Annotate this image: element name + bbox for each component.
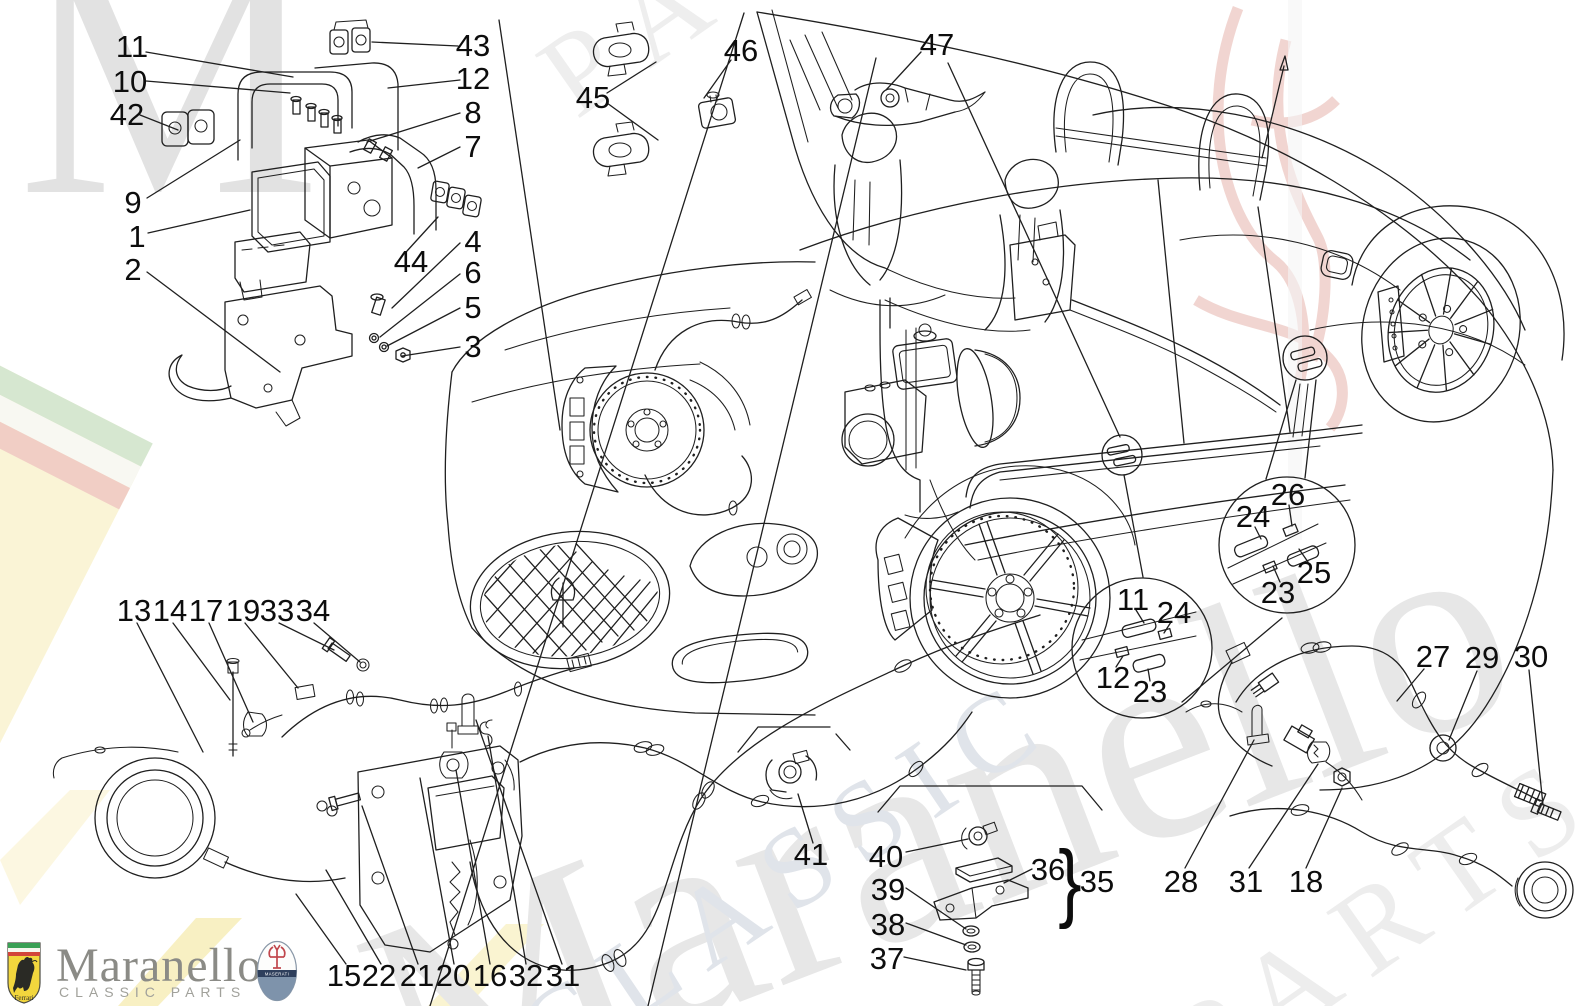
yellow-shield-watermark <box>0 330 153 931</box>
callout-25-20: 25 <box>1296 555 1332 590</box>
brace-35: } <box>1058 832 1082 930</box>
callout-44-11: 44 <box>393 244 429 279</box>
pipe-clips <box>161 19 482 218</box>
callout-20-35: 20 <box>435 958 471 993</box>
callout-24-23: 24 <box>1156 595 1192 630</box>
callout-30-48: 30 <box>1513 639 1549 674</box>
callout-4-10: 4 <box>464 224 482 259</box>
callout-34-31: 34 <box>295 593 331 628</box>
callout-14-27: 14 <box>152 593 188 628</box>
abs-unit-assembly <box>161 19 482 427</box>
callout-5-13: 5 <box>464 290 482 325</box>
callout-18-51: 18 <box>1288 864 1324 899</box>
leader-lines <box>136 41 1544 971</box>
callout-16-36: 16 <box>472 958 508 993</box>
callout-33-30: 33 <box>259 593 295 628</box>
callout-31-38: 31 <box>545 958 581 993</box>
callout-36-41: 36 <box>1030 852 1066 887</box>
callout-21-34: 21 <box>399 958 435 993</box>
callout-35-42: 35 <box>1079 864 1115 899</box>
callout-12-7: 12 <box>455 61 491 96</box>
callout-28-49: 28 <box>1163 864 1199 899</box>
callout-40-40: 40 <box>868 839 904 874</box>
callout-45-15: 45 <box>575 80 611 115</box>
callout-22-33: 22 <box>361 958 397 993</box>
callout-46-16: 46 <box>723 33 759 68</box>
abs-sensor-cables <box>1185 641 1574 919</box>
callout-26-19: 26 <box>1270 477 1306 512</box>
callout-1-4: 1 <box>128 219 146 254</box>
callout-47-17: 47 <box>919 27 955 62</box>
car-rear-view <box>756 9 1565 791</box>
callout-2-5: 2 <box>124 252 142 287</box>
callout-17-28: 17 <box>188 593 224 628</box>
detail-circles <box>1071 335 1356 719</box>
callout-9-3: 9 <box>124 185 142 220</box>
callout-11-0: 11 <box>115 29 149 64</box>
callout-42-2: 42 <box>109 97 145 132</box>
callout-37-45: 37 <box>869 941 905 976</box>
callout-19-29: 19 <box>225 593 261 628</box>
callout-31-50: 31 <box>1228 864 1264 899</box>
callout-6-12: 6 <box>464 255 482 290</box>
callout-12-24: 12 <box>1095 660 1131 695</box>
callout-24-18: 24 <box>1235 499 1271 534</box>
callout-3-14: 3 <box>464 329 482 364</box>
callout-39-43: 39 <box>870 872 906 907</box>
clip-and-bracket-parts <box>765 749 1029 996</box>
callout-29-47: 29 <box>1464 640 1500 675</box>
callout-38-44: 38 <box>870 907 906 942</box>
watermark-band <box>1288 0 1302 540</box>
callout-11-22: 11 <box>1116 582 1150 617</box>
callout-23-21: 23 <box>1260 575 1296 610</box>
callout-41-39: 41 <box>793 837 829 872</box>
watermark-letter-m: M <box>18 0 321 266</box>
callout-32-37: 32 <box>508 958 544 993</box>
callout-15-32: 15 <box>326 958 362 993</box>
line-clips <box>592 21 986 177</box>
callout-27-46: 27 <box>1415 639 1451 674</box>
car-front-view <box>444 261 1136 716</box>
callout-10-1: 10 <box>112 64 148 99</box>
callout-7-9: 7 <box>464 129 482 164</box>
callout-43-6: 43 <box>455 28 491 63</box>
callout-8-8: 8 <box>464 95 482 130</box>
yellow-footer-watermark <box>0 790 544 1006</box>
callout-23-25: 23 <box>1132 674 1168 709</box>
callout-13-26: 13 <box>116 593 152 628</box>
